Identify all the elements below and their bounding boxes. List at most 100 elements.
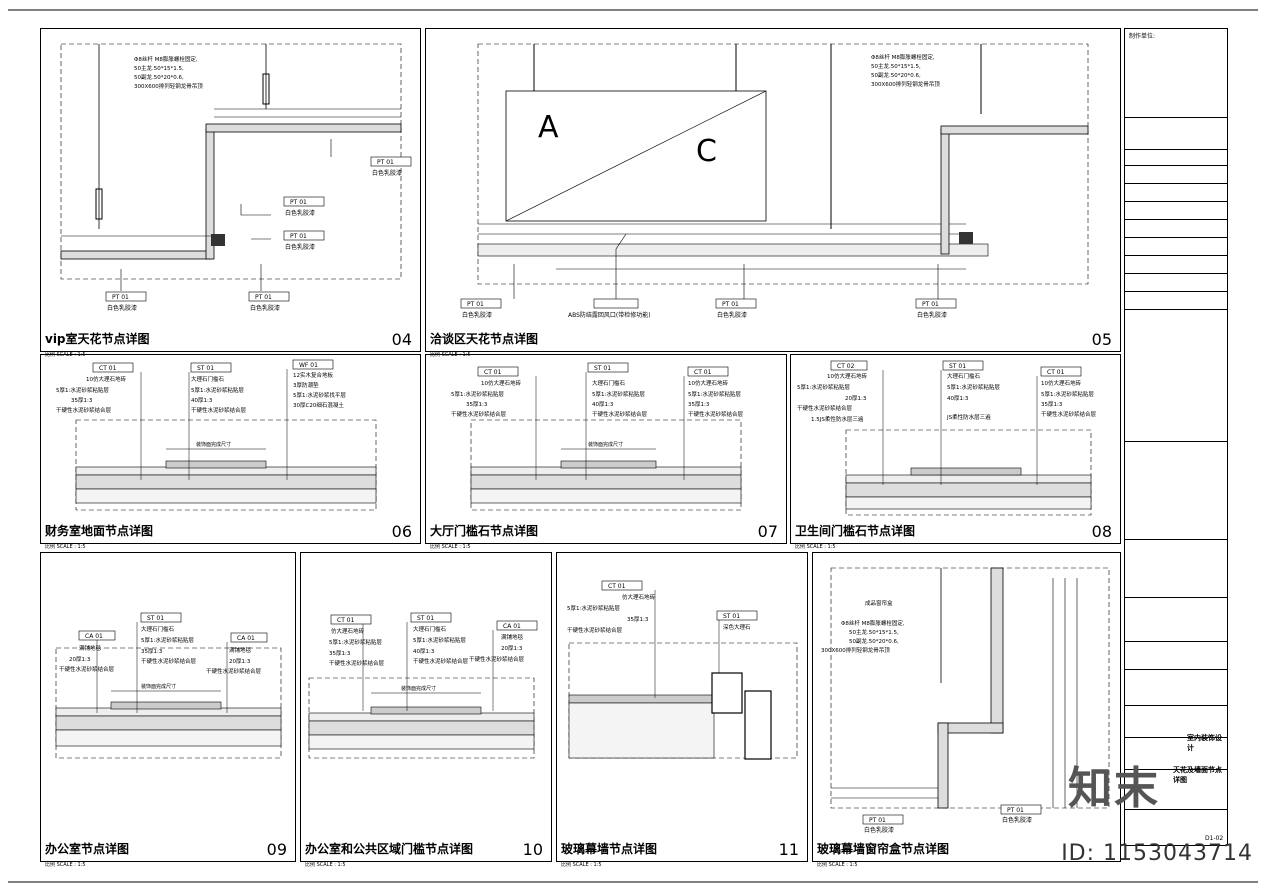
tb-row — [1125, 641, 1227, 642]
detail-panel-10: 装饰面完成尺寸 CT 01 仿大理石地砖 5厚1:水泥砂浆粘贴层 35厚1:3 … — [300, 552, 552, 868]
panel-title-06: 财务室地面节点详图 — [45, 524, 154, 538]
label-mortar35-10: 35厚1:3 — [329, 650, 351, 657]
panel-scale-09: 比例 SCALE : 1:5 — [45, 862, 86, 868]
detail-panel-06: 装饰面完成尺寸 CT 01 10仿大理石地砖 5厚1:水泥砂浆粘贴层 35厚1:… — [40, 354, 421, 550]
label-mortar5b-06: 5厚1:水泥砂浆粘贴层 — [191, 386, 244, 394]
tag-st01-10: ST 01 — [417, 615, 434, 622]
tag-pt01-f: PT 01 — [467, 301, 484, 308]
label-mortar20-09c: 20厚1:3 — [229, 658, 251, 665]
label-ct10-08c: 10仿大理石地砖 — [1041, 379, 1081, 387]
label-mortar20-09a: 20厚1:3 — [69, 656, 91, 663]
tb-row — [1125, 201, 1227, 202]
panel-number-05: 05 — [1091, 330, 1112, 349]
panel-number-06: 06 — [391, 522, 412, 541]
label-white-latex-g: 白色乳胶漆 — [717, 311, 747, 319]
panel-scale-07: 比例 SCALE : 1:5 — [430, 544, 471, 550]
label-st-dark-11: 深色大理石 — [723, 623, 751, 631]
tag-pt01-c: PT 01 — [290, 233, 307, 240]
label-mortar35-11: 35厚1:3 — [627, 616, 649, 623]
title-block-drawing: 天花及墙面节点详图 — [1173, 766, 1222, 784]
label-st-07: 大理石门槛石 — [592, 379, 626, 387]
label-mortar35-09: 35厚1:3 — [141, 648, 163, 655]
tag-pt01-h: PT 01 — [922, 301, 939, 308]
floor-detail-10: 装饰面完成尺寸 CT 01 仿大理石地砖 5厚1:水泥砂浆粘贴层 35厚1:3 … — [308, 612, 538, 759]
label-mortar5-07a: 5厚1:水泥砂浆粘贴层 — [451, 390, 504, 398]
label-dry-10a: 干硬性水泥砂浆结合层 — [329, 659, 385, 667]
tag-ca01-10: CA 01 — [503, 623, 521, 630]
label-wf4-06: 30厚C20细石混凝土 — [293, 401, 344, 409]
label-mortar5-09: 5厚1:水泥砂浆粘贴层 — [141, 636, 194, 644]
label-dry-08a: 干硬性水泥砂浆结合层 — [797, 404, 853, 412]
label-white-latex-i: 白色乳胶漆 — [864, 826, 894, 834]
panel-scale-12: 比例 SCALE : 1:5 — [817, 862, 858, 868]
tag-ct02-08: CT 02 — [837, 363, 855, 370]
label-mortar5-07b: 5厚1:水泥砂浆粘贴层 — [592, 390, 645, 398]
ceiling-note-12-line3: 50副龙.50*20*0.6, — [849, 637, 899, 645]
label-wf2-06: 3厚防潮垫 — [293, 381, 319, 389]
tag-ct01-07c: CT 01 — [694, 369, 712, 376]
tb-row — [1125, 809, 1227, 810]
panel-title-05: 洽谈区天花节点详图 — [430, 332, 539, 346]
floor-detail-08: CT 02 10仿大理石地砖 5厚1:水泥砂浆粘贴层 20厚1:3 干硬性水泥砂… — [797, 360, 1097, 516]
label-white-latex-f: 白色乳胶漆 — [462, 311, 492, 319]
label-mortar40-07: 40厚1:3 — [592, 401, 614, 408]
label-st-06: 大理石门槛石 — [191, 375, 225, 383]
tb-row — [1125, 597, 1227, 598]
ceiling-note-12-line4: 300X600排列轻钢龙骨吊顶 — [821, 646, 890, 654]
panel-title-08: 卫生间门槛石节点详图 — [795, 524, 916, 538]
panel-title-12: 玻璃幕墙窗帘盒节点详图 — [817, 842, 950, 856]
floor-detail-07: 装饰面完成尺寸 CT 01 10仿大理石地砖 5厚1:水泥砂浆粘贴层 35厚1:… — [451, 362, 744, 511]
tag-st01-08: ST 01 — [949, 363, 966, 370]
ceiling-detail-04: PT 01 白色乳胶漆 PT 01 白色乳胶漆 PT 01 白色乳胶漆 PT 0… — [60, 43, 412, 312]
label-wf3-06: 5厚1:水泥砂浆找平层 — [293, 391, 346, 399]
panel-number-10: 10 — [522, 840, 543, 859]
panel-scale-10: 比例 SCALE : 1:5 — [305, 862, 346, 868]
ceiling-note-line4: 300X600排列轻钢龙骨吊顶 — [134, 82, 203, 90]
label-mortar20-10: 20厚1:3 — [501, 645, 523, 652]
label-mortar5-10b: 5厚1:水泥砂浆粘贴层 — [413, 636, 466, 644]
tag-st01-09: ST 01 — [147, 615, 164, 622]
label-dry-06: 干硬性水泥砂浆结合层 — [56, 406, 112, 414]
label-ct-11: 仿大理石地砖 — [622, 593, 656, 601]
tb-row — [1125, 705, 1227, 706]
label-ct10-08a: 10仿大理石地砖 — [827, 372, 867, 380]
label-dry-07a: 干硬性水泥砂浆结合层 — [451, 410, 507, 418]
tag-ct01-11: CT 01 — [608, 583, 626, 590]
panel-number-04: 04 — [391, 330, 412, 349]
label-white-latex-d: 白色乳胶漆 — [107, 304, 137, 312]
tb-row — [1125, 441, 1227, 442]
label-mortar5-08c: 5厚1:水泥砂浆粘贴层 — [1041, 390, 1094, 398]
label-st-09: 大理石门槛石 — [141, 625, 175, 633]
tb-row — [1125, 149, 1227, 150]
curtain-wall-detail-11: CT 01 仿大理石地砖 5厚1:水泥砂浆粘贴层 35厚1:3 干硬性水泥砂浆结… — [567, 580, 798, 760]
tag-ct01-06: CT 01 — [99, 365, 117, 372]
tb-row — [1125, 539, 1227, 540]
panel-title-04: vip室天花节点详图 — [45, 332, 150, 346]
tag-pt01-e: PT 01 — [255, 294, 272, 301]
letter-a: A — [538, 110, 559, 145]
tb-row — [1125, 165, 1227, 166]
label-white-latex-e: 白色乳胶漆 — [250, 304, 280, 312]
panel-scale-04: 比例 SCALE : 1:5 — [45, 352, 86, 358]
tb-row — [1125, 237, 1227, 238]
label-mortar5-06: 5厚1:水泥砂浆粘贴层 — [56, 386, 109, 394]
label-ct10-06: 10仿大理石地砖 — [86, 375, 126, 383]
panel-title-07: 大厅门槛石节点详图 — [430, 524, 539, 538]
tb-row — [1125, 273, 1227, 274]
label-dry-09b: 干硬性水泥砂浆结合层 — [141, 657, 197, 665]
tag-ca01-09a: CA 01 — [85, 633, 103, 640]
label-wf1-06: 12实木复合地板 — [293, 371, 333, 379]
tag-pt01-b: PT 01 — [290, 199, 307, 206]
label-mortar5-08a: 5厚1:水泥砂浆粘贴层 — [797, 383, 850, 391]
label-mortar40-10: 40厚1:3 — [413, 648, 435, 655]
label-finish-dim-09: 装饰面完成尺寸 — [141, 683, 176, 690]
detail-panel-04: PT 01 白色乳胶漆 PT 01 白色乳胶漆 PT 01 白色乳胶漆 PT 0… — [40, 28, 421, 358]
tb-row — [1125, 183, 1227, 184]
label-mortar5-11: 5厚1:水泥砂浆粘贴层 — [567, 604, 620, 612]
tag-pt01-a: PT 01 — [377, 159, 394, 166]
tb-row — [1125, 669, 1227, 670]
tb-row — [1125, 309, 1227, 310]
ceiling-detail-05: A C PT 01 白色乳胶漆 ABS防结露 — [460, 43, 1089, 319]
label-dry-07b: 干硬性水泥砂浆结合层 — [592, 410, 648, 418]
